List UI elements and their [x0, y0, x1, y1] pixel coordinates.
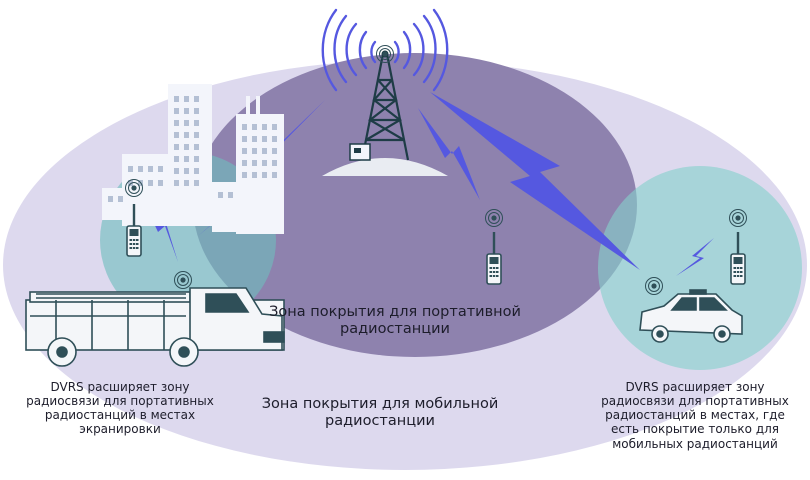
- caption-line: радиостанций в местах, где: [605, 408, 785, 423]
- portable-radio-right-signal-icon: [729, 209, 747, 227]
- lightning-tower-to-police-car: [430, 92, 640, 270]
- portable-radio-left-signal-icon: [125, 179, 143, 197]
- caption-line: DVRS расширяет зону: [625, 380, 765, 394]
- caption-line: DVRS расширяет зону: [50, 380, 190, 394]
- tower-signal-waves: [321, 8, 449, 92]
- caption-line: радиостанции: [340, 321, 450, 338]
- lightning-tower-to-portable: [418, 108, 480, 200]
- car-dvrs-signal-icon: [645, 277, 663, 295]
- police-car: [639, 289, 743, 343]
- dvrs-zone-right: [598, 166, 802, 370]
- caption-line: радиосвязи для портативных: [601, 394, 789, 409]
- caption-line: экранировки: [79, 422, 161, 437]
- caption-line: радиостанции: [325, 413, 435, 430]
- caption-line: Зона покрытия для мобильной: [261, 396, 499, 412]
- caption-line: есть покрытие только для: [610, 422, 780, 437]
- mobile-zone-caption: Зона покрытия для мобильной радиостанции: [235, 396, 525, 430]
- portable-zone-caption: Зона покрытия для портативной радиостанц…: [250, 304, 540, 338]
- portable-coverage-zone: [193, 53, 637, 357]
- caption-line: мобильных радиостанций: [612, 436, 778, 451]
- caption-line: радиостанций в местах: [44, 408, 196, 423]
- city-buildings: [102, 84, 284, 234]
- dvrs-left-caption: DVRS расширяет зону радиосвязи для порта…: [10, 380, 230, 437]
- caption-line: радиосвязи для портативных: [26, 394, 214, 409]
- lightning-car-to-radio: [676, 238, 714, 276]
- tower-antenna-signal-icon: [376, 45, 394, 63]
- firetruck-dvrs-signal-icon: [174, 271, 192, 289]
- portable-radio-center-signal-icon: [485, 209, 503, 227]
- fire-truck: [25, 287, 285, 367]
- dvrs-right-caption: DVRS расширяет зону радиосвязи для порта…: [585, 380, 805, 451]
- caption-line: Зона покрытия для портативной: [269, 304, 521, 320]
